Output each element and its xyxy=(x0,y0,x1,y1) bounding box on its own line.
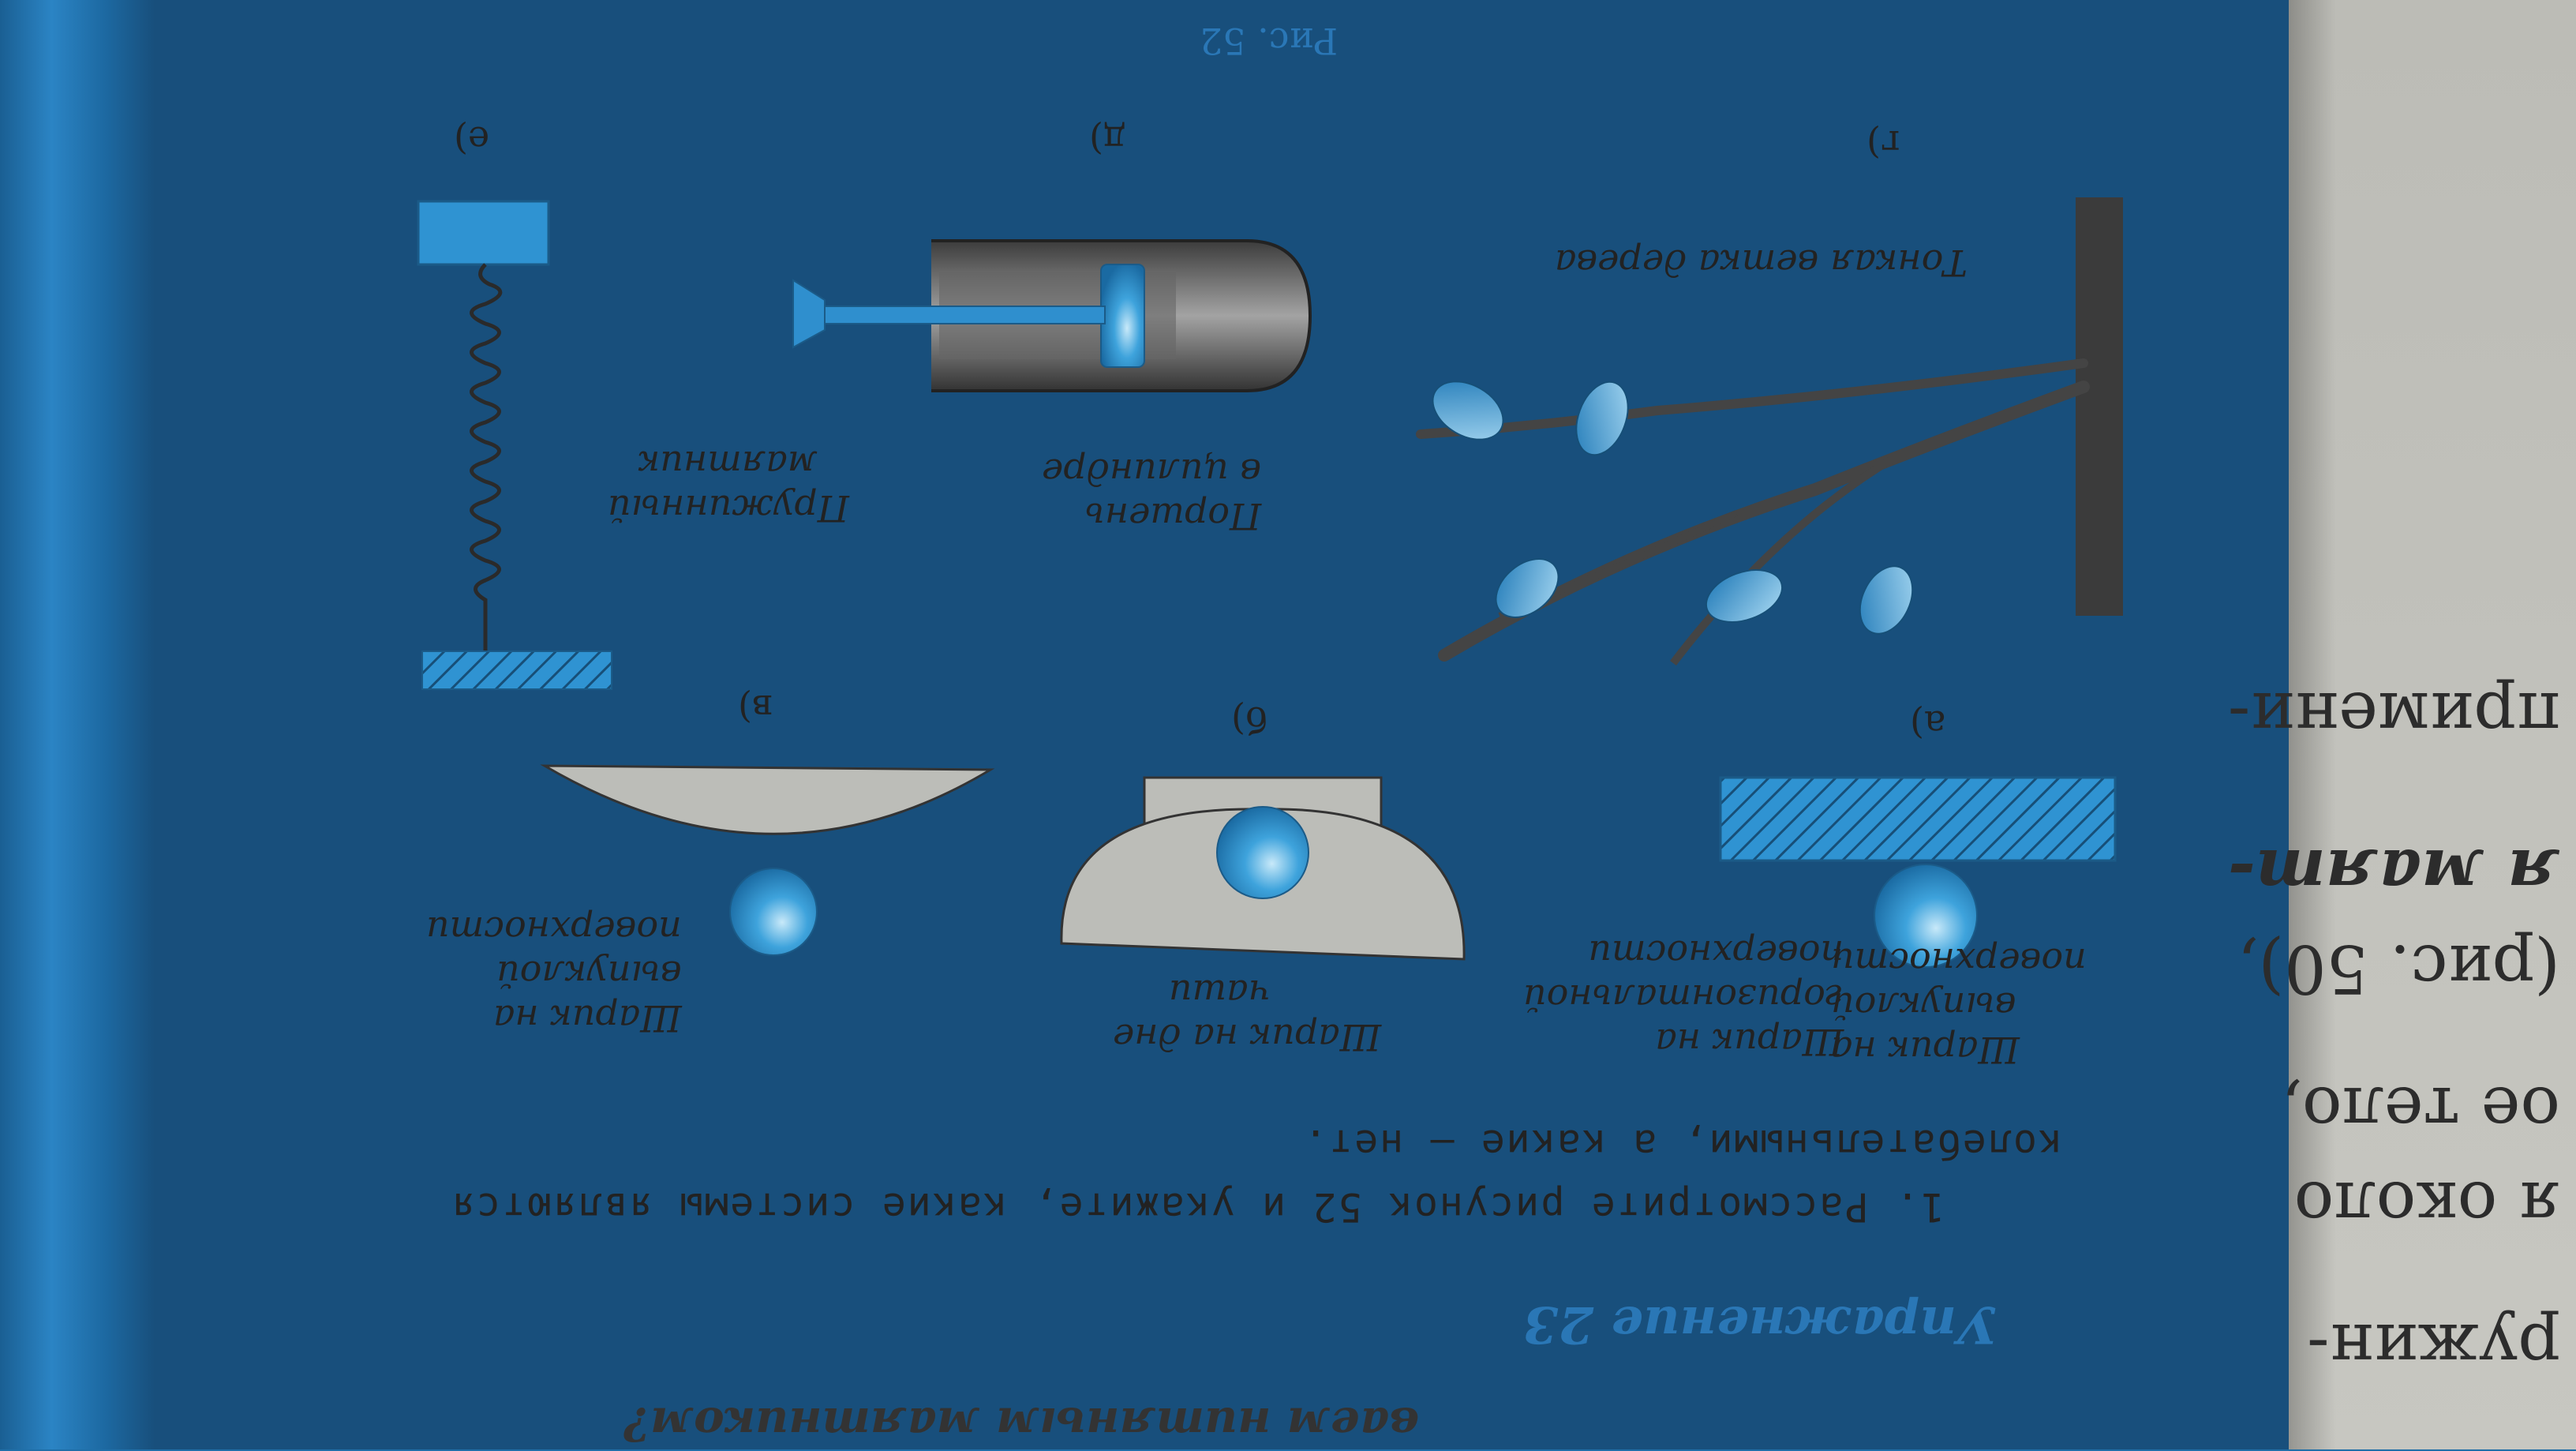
panel-g-caption: Тонкая ветка дерева xyxy=(1555,242,1968,284)
panel-a-caption: Шарик на выпуклой поверхности xyxy=(1831,939,2087,1072)
panel-e-caption-left: Шарик на выпуклой поверхности xyxy=(426,908,682,1040)
task-line: колебательными, а какие — нет. xyxy=(1302,1121,2063,1167)
caption-line: в цилиндре xyxy=(1042,451,1262,493)
panel-v-drawing xyxy=(540,764,995,956)
figure-label: Рис. 52 xyxy=(1200,20,1339,62)
panel-d-piston-drawing xyxy=(792,239,1312,392)
caption-line: маятник xyxy=(638,443,818,486)
panel-b-caption: Шарик на горизонтальной поверхности xyxy=(1523,932,1844,1064)
caption-line: Шарик на xyxy=(1655,1021,1844,1063)
panel-e-spring-drawing xyxy=(417,200,612,690)
caption-line: выпуклой xyxy=(1831,984,2016,1027)
panel-letter-b: б) xyxy=(1231,699,1267,741)
caption-line: Шарик на xyxy=(492,997,682,1040)
caption-line: горизонтальной xyxy=(1523,977,1844,1019)
caption-line: Пружинный xyxy=(608,487,849,530)
caption-line: Шарик на xyxy=(1831,1029,2020,1071)
panel-b-drawing xyxy=(1060,776,1466,961)
panel-letter-e: е) xyxy=(454,118,490,161)
panel-letter-a: а) xyxy=(1910,703,1946,745)
caption-line: выпуклой xyxy=(496,953,682,995)
panel-g-branch-drawing xyxy=(1416,197,2123,666)
panel-v-caption: Шарик на дне чаши xyxy=(1113,971,1381,1059)
panel-e-caption: Пружинный маятник xyxy=(608,442,849,531)
panel-letter-v: в) xyxy=(738,687,773,729)
caption-line: Шарик на дне xyxy=(1113,1016,1382,1059)
panel-letter-d: д) xyxy=(1089,118,1126,161)
exercise-title-text: Упражнение 23 xyxy=(1523,1295,1998,1354)
panel-letter-g: г) xyxy=(1866,122,1900,165)
cut-off-heading: ваем нитяным маятником? xyxy=(623,1397,1420,1451)
caption-line: поверхности xyxy=(1831,940,2087,983)
caption-line: чаши xyxy=(1168,972,1271,1014)
caption-line: поверхности xyxy=(426,909,682,951)
caption-line: поверхности xyxy=(1588,932,1844,975)
panel-a-drawing xyxy=(1719,776,2117,968)
task-line: 1. Рассмотрите рисунок 52 и укажите, как… xyxy=(450,1184,1945,1230)
panel-d-caption: Поршень в цилиндре xyxy=(1042,450,1261,538)
caption-line: Поршень xyxy=(1084,495,1262,538)
